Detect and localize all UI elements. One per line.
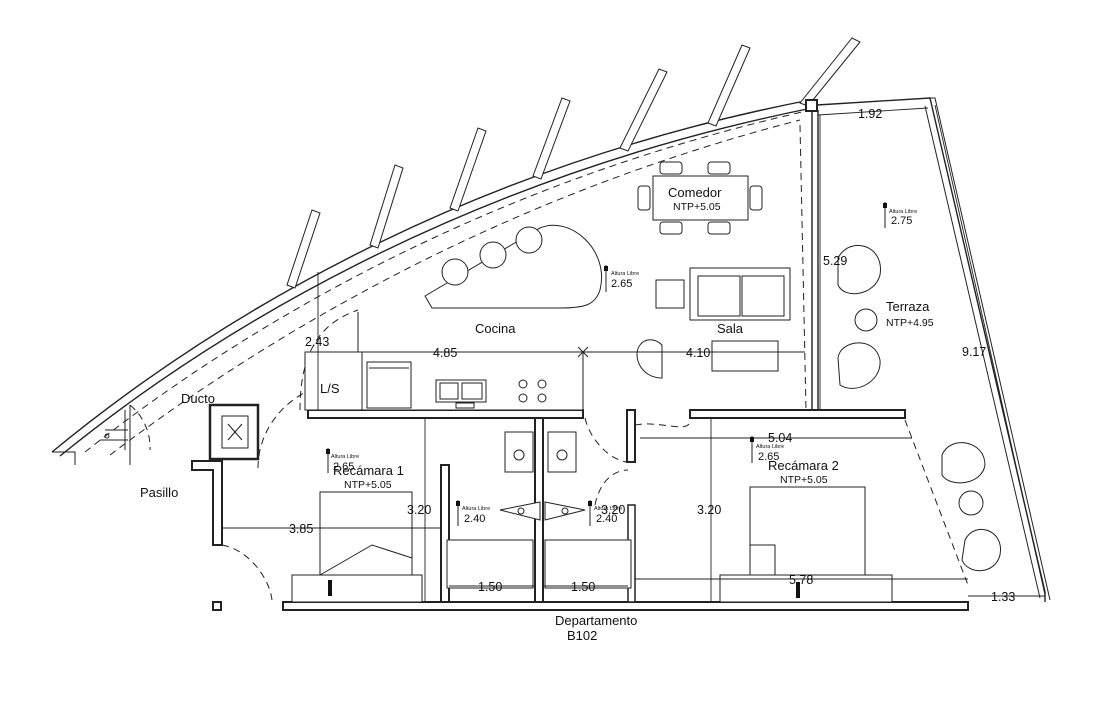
dim-bano2-width: 1.50 bbox=[571, 580, 595, 594]
living-furniture bbox=[636, 267, 791, 379]
unit-number: B102 bbox=[567, 628, 597, 643]
dim-recamara1-width: 3.85 bbox=[289, 522, 313, 536]
height-markers bbox=[326, 202, 887, 526]
altura-libre-bano1: Altura Libre bbox=[462, 506, 490, 512]
corner-column bbox=[805, 99, 818, 112]
dim-corner: 1.33 bbox=[991, 590, 1015, 604]
room-labels: Comedor NTP+5.05 Terraza NTP+4.95 Cocina… bbox=[140, 185, 934, 643]
recamara2-level: NTP+5.05 bbox=[780, 474, 828, 486]
recamara1-label: Recámara 1 bbox=[333, 463, 404, 478]
dim-recamara2-width: 5.04 bbox=[768, 431, 792, 445]
altura-comedor-value: 2.65 bbox=[611, 278, 632, 290]
altura-libre-bano2: Altura Libre bbox=[594, 506, 622, 512]
dimension-lines bbox=[222, 104, 1046, 602]
cocina-label: Cocina bbox=[475, 321, 516, 336]
dim-bano-height: 3.20 bbox=[601, 503, 625, 517]
dim-sala-width: 4.10 bbox=[686, 346, 710, 360]
ducto-label: Ducto bbox=[181, 391, 215, 406]
unit-label: Departamento bbox=[555, 613, 637, 628]
terrace-furniture bbox=[837, 244, 1001, 572]
dim-recamara1-height: 3.20 bbox=[407, 503, 431, 517]
dim-cocina-width: 4.85 bbox=[433, 346, 457, 360]
bedroom1-furniture bbox=[291, 491, 423, 603]
altura-libre-recamara2: Altura Libre bbox=[756, 444, 784, 450]
altura-recamara1-value: 2.65 bbox=[333, 461, 354, 473]
terraza-label: Terraza bbox=[886, 299, 930, 314]
pasillo-stair bbox=[52, 404, 151, 465]
dining-set bbox=[637, 161, 763, 235]
dim-recamara2-height: 3.20 bbox=[697, 503, 721, 517]
ceiling-height-labels: Altura Libre 2.65 Altura Libre 2.75 Altu… bbox=[331, 209, 917, 525]
dim-recamara2-bottom: 5.78 bbox=[789, 573, 813, 587]
altura-terraza-value: 2.75 bbox=[891, 215, 912, 227]
comedor-label: Comedor bbox=[668, 185, 722, 200]
altura-libre-recamara1: Altura Libre bbox=[331, 454, 359, 460]
recamara2-label: Recámara 2 bbox=[768, 458, 839, 473]
dimension-labels: 1.92 5.29 9.17 2.43 4.85 4.10 5.04 3.85 … bbox=[289, 107, 1015, 604]
kitchen-counter bbox=[304, 351, 584, 411]
sala-label: Sala bbox=[717, 321, 744, 336]
altura-bano1-value: 2.40 bbox=[464, 513, 485, 525]
ducto-shaft bbox=[191, 403, 260, 546]
altura-libre-comedor: Altura Libre bbox=[611, 271, 639, 277]
terraza-level: NTP+4.95 bbox=[886, 317, 934, 329]
east-boundary bbox=[816, 97, 1051, 602]
terraza-divider bbox=[799, 110, 819, 412]
ls-label: L/S bbox=[320, 381, 340, 396]
dim-bano1-width: 1.50 bbox=[478, 580, 502, 594]
dim-terraza-depth: 5.29 bbox=[823, 254, 847, 268]
facade-louvers bbox=[286, 37, 861, 289]
recamara1-level: NTP+5.05 bbox=[344, 479, 392, 491]
dim-cocina-height: 2.43 bbox=[305, 335, 329, 349]
pasillo-label: Pasillo bbox=[140, 485, 178, 500]
bathrooms bbox=[446, 431, 632, 589]
altura-recamara2-value: 2.65 bbox=[758, 451, 779, 463]
altura-bano2-value: 2.40 bbox=[596, 513, 617, 525]
comedor-level: NTP+5.05 bbox=[673, 201, 721, 213]
kitchen-island bbox=[424, 224, 602, 309]
dim-terraza-top: 1.92 bbox=[858, 107, 882, 121]
altura-libre-terraza: Altura Libre bbox=[889, 209, 917, 215]
dim-east-length: 9.17 bbox=[962, 345, 986, 359]
curved-facade bbox=[51, 99, 813, 457]
bedroom2-furniture bbox=[719, 486, 893, 603]
